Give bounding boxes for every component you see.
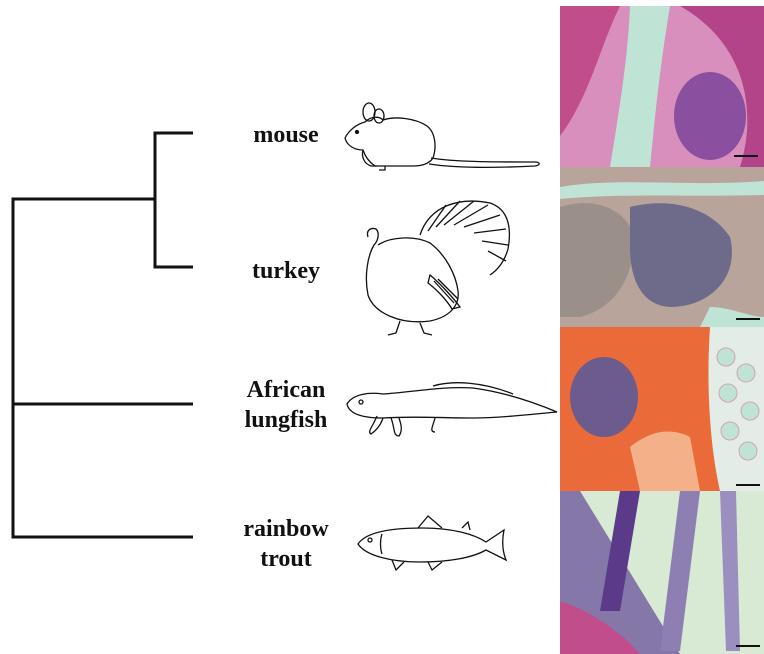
histology-panel-lungfish xyxy=(560,327,764,491)
lungfish-icon xyxy=(343,372,563,442)
taxon-label-trout: rainbow trout xyxy=(236,514,336,574)
taxon-label-turkey: turkey xyxy=(236,256,336,286)
mouse-icon xyxy=(335,100,555,180)
turkey-icon xyxy=(350,195,520,345)
phylogenetic-tree xyxy=(0,0,200,654)
taxon-label-line: turkey xyxy=(236,256,336,286)
taxon-label-line: lungfish xyxy=(236,405,336,435)
taxon-label-line: mouse xyxy=(236,120,336,150)
trout-icon xyxy=(352,512,522,582)
histology-panel-trout xyxy=(560,491,764,654)
taxon-label-line: African xyxy=(236,375,336,405)
taxon-label-line: trout xyxy=(236,544,336,574)
histology-panel-turkey xyxy=(560,167,764,327)
histology-panel-mouse xyxy=(560,6,764,167)
taxon-label-line: rainbow xyxy=(236,514,336,544)
taxon-label-mouse: mouse xyxy=(236,120,336,150)
taxon-label-lungfish: African lungfish xyxy=(236,375,336,435)
